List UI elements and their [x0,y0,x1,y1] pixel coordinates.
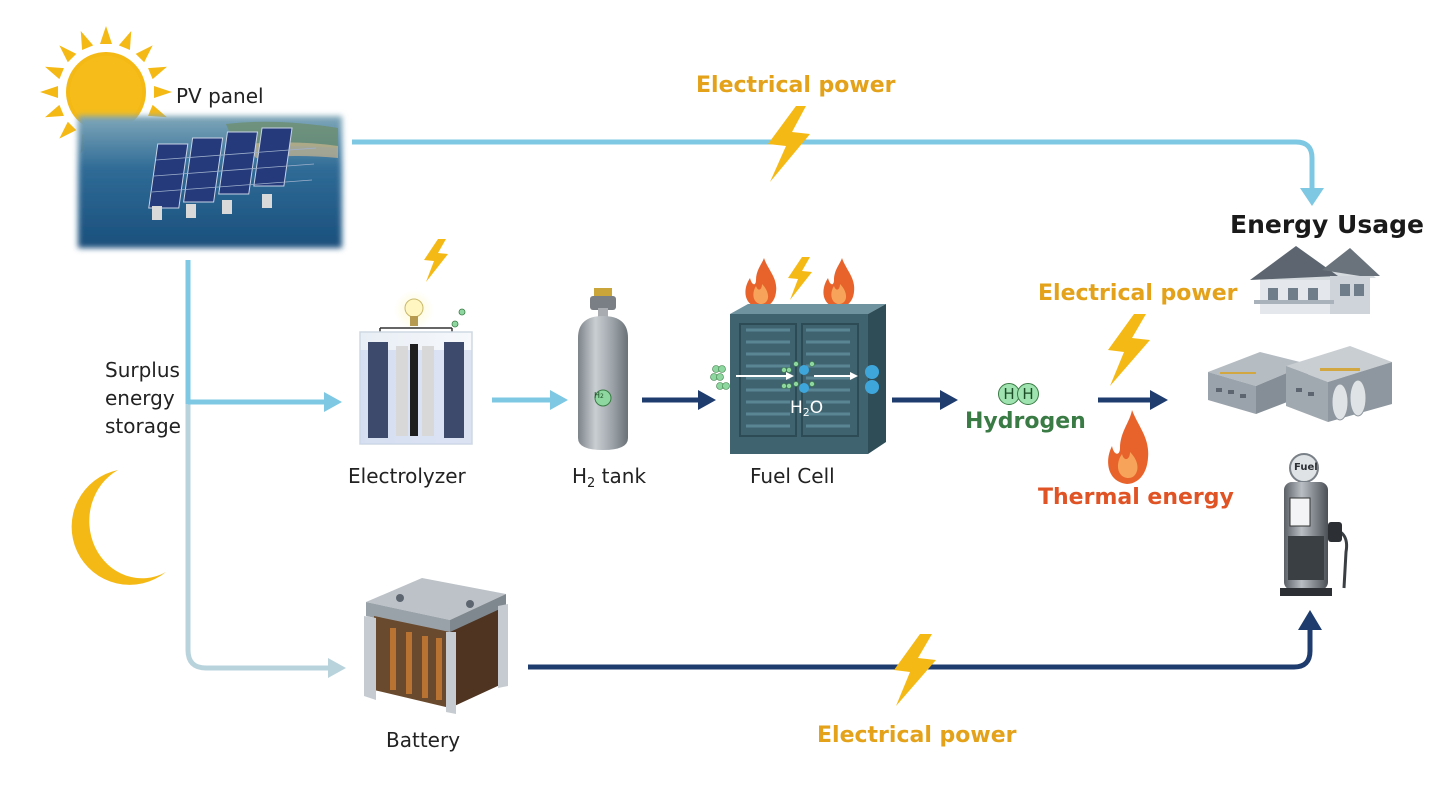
tank-badge-h: H [594,391,601,400]
h2o-label: H2O [790,398,823,419]
h2o-sub: 2 [802,406,810,419]
battery-icon [364,578,508,714]
gas-tank-icon [578,288,628,450]
fuel-cell-icon [730,304,886,454]
water-molecules-icon [865,365,879,394]
hydrogen-molecules-icon [710,365,730,390]
electrolyzer-icon [359,290,473,445]
lightning-icon [788,257,812,300]
thermal-energy-label: Thermal energy [1038,485,1234,510]
flame-icon [823,258,855,308]
flame-icon [1108,410,1149,484]
solar-panel-icon [78,116,342,248]
tank-badge-sub: 2 [600,393,604,400]
h2o-o: O [809,398,824,418]
h2-tank-label: H2 tank [572,464,646,491]
fuel-pump-icon [1280,453,1349,596]
flame-icon [745,258,777,308]
hh-right-circle: H [1017,383,1039,405]
lightning-icon [424,239,448,282]
h2o-h: H [790,398,803,418]
hydrogen-label: Hydrogen [965,409,1086,434]
battery-to-pump-arrow [528,628,1313,670]
hydrogen-hh-icon: H H [998,383,1042,407]
electrolyzer-label: Electrolyzer [348,464,466,488]
energy-usage-title: Energy Usage [1230,210,1424,239]
electrical-power-bottom-label: Electrical power [817,723,1017,748]
battery-label: Battery [386,728,461,752]
pv-to-usage-arrow [352,139,1315,188]
tank-badge: H2 [594,391,604,400]
fuel-cell-label: Fuel Cell [750,464,835,488]
electrical-power-mid-label: Electrical power [1038,281,1238,306]
h2-tank-rest: tank [595,464,647,488]
h2-tank-sub: 2 [587,476,596,491]
moon-icon [71,470,166,585]
house-icon [1250,246,1380,314]
h2-tank-h: H [572,464,588,488]
factory-icon [1208,346,1392,422]
to-battery-arrowhead [328,658,346,678]
lightning-icon [1108,314,1150,386]
electrical-power-top-label: Electrical power [696,73,896,98]
fuel-sign-label: Fuel [1294,462,1318,473]
surplus-label-line3: storage [105,414,181,438]
pv-panel-label: PV panel [176,84,264,108]
surplus-label-line1: Surplus [105,358,180,382]
lightning-icon [768,106,810,182]
lightning-icon [894,634,936,706]
surplus-label-line2: energy [105,386,175,410]
